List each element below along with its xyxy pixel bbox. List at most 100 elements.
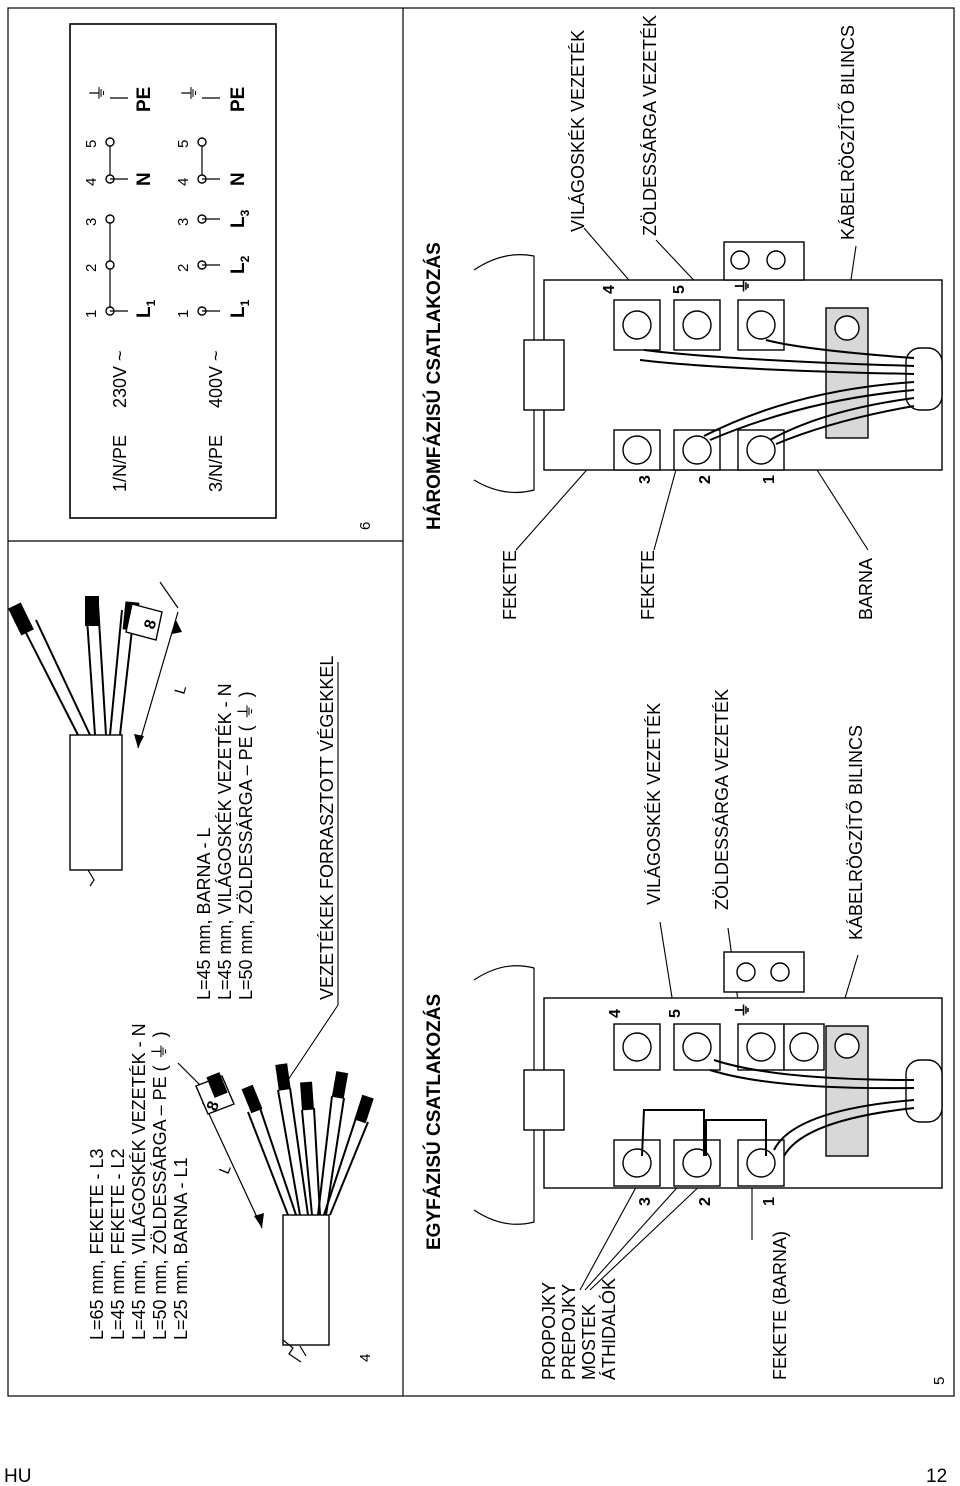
tb3-screw-top-3 <box>746 310 776 340</box>
row1-node-5 <box>105 137 115 147</box>
row2-voltage: 400V ~ <box>206 350 226 408</box>
footer-language: HU <box>4 1466 31 1486</box>
panel-6: 6 L 8 L=45 mm, BARNA - L L=45 mm, VILÁGO… <box>8 23 374 1081</box>
bridge-label-1: PROPOJKY <box>539 1282 559 1380</box>
row2-label-n: N <box>228 172 249 186</box>
black-label-2: FEKETE <box>638 550 658 620</box>
tb3-num-1: 1 <box>761 475 778 484</box>
tinned-end-b <box>85 596 99 626</box>
row1-term-5: 5 <box>83 140 100 148</box>
row2-term-1: 1 <box>175 310 192 318</box>
panel-4-spec-2: L=45 mm, FEKETE - L2 <box>108 1148 128 1340</box>
row2-term-5: 5 <box>175 140 192 148</box>
tb3-cable-in <box>905 347 943 411</box>
dim-l-label-6: L <box>172 683 191 696</box>
tb3-latch <box>523 339 565 411</box>
conductor-1 <box>247 1107 297 1216</box>
row1-system: 1/N/PE <box>110 435 130 492</box>
tb-num-3: 3 <box>637 1197 654 1206</box>
bridge-label-3: MOSTEK <box>579 1304 599 1380</box>
tb3-wire-1 <box>639 349 915 375</box>
cable-break-mark <box>282 1339 302 1363</box>
terminal-block-three: 4 5 ⏚ 3 2 1 <box>473 241 943 494</box>
tb-screw-top-4 <box>789 1032 819 1062</box>
tb-screw-top-3 <box>746 1032 776 1062</box>
row2-label-l1: L1 <box>228 299 252 318</box>
row2-term-4: 4 <box>175 178 192 186</box>
tb-screw-top-2 <box>682 1032 712 1062</box>
panel-6-length-specs: L=45 mm, BARNA - L L=45 mm, VILÁGOSKÉK V… <box>194 683 256 1000</box>
bridge-label-2: PREPOJKY <box>559 1284 579 1380</box>
tinned-end-4 <box>331 1071 349 1099</box>
conductor-5 <box>323 1117 369 1216</box>
panel-5: 5 EGYFÁZISÚ CSATLAKOZÁS PROPOJKY PREPOJK… <box>423 689 948 1385</box>
row2-earth-symbol: ⏚ <box>180 84 200 102</box>
panel-5-title: EGYFÁZISÚ CSATLAKOZÁS <box>423 994 445 1250</box>
tb3-screw-top-1 <box>622 310 652 340</box>
tb3-wire-3 <box>769 397 915 445</box>
panel-4-conductors <box>241 1063 374 1216</box>
tb3-bracket-screw-2 <box>766 250 786 270</box>
tb3-wire-2 <box>703 381 915 441</box>
black-leader-2 <box>653 454 681 551</box>
row2-label-l3: L3 <box>228 209 252 228</box>
bridge-leaders <box>579 1179 707 1291</box>
panel-4-number: 4 <box>357 1354 374 1362</box>
tb-bridge-1 <box>641 1109 705 1157</box>
conductor-2 <box>277 1087 309 1216</box>
panel-5-number: 5 <box>931 1377 948 1385</box>
dim-l-arrow-1 <box>254 1213 264 1228</box>
tb3-earth: ⏚ <box>734 278 752 294</box>
tb-screw-bot-3 <box>622 1148 652 1178</box>
row2-label-pe: PE <box>228 87 249 112</box>
dim-8-box-6 <box>125 603 163 641</box>
dim-8-black <box>206 1072 228 1098</box>
row1-node-3 <box>105 214 115 224</box>
tb-terminal-top-1 <box>613 1023 661 1071</box>
tb-num-2: 2 <box>697 1197 714 1206</box>
black-label-1: FEKETE <box>500 550 520 620</box>
tb-num-4: 4 <box>607 1009 624 1018</box>
dim-l-line-6 <box>137 611 179 749</box>
black-leader-1 <box>515 454 601 551</box>
dim-l-arrow-6b <box>172 620 182 634</box>
wiring-box-frame <box>69 23 277 519</box>
tinned-ends-leader <box>287 662 339 1081</box>
panel-4-spec-5: L=25 mm, BARNA - L1 <box>171 1157 191 1340</box>
light-blue-leader-5 <box>659 921 675 1011</box>
tb-screw-top-1 <box>622 1032 652 1062</box>
row1-label-n: N <box>134 172 155 186</box>
dim-l-arrow-6a <box>134 734 144 748</box>
row2-node-5 <box>197 137 207 147</box>
tb-wire-l <box>773 1099 915 1157</box>
tb-bracket-screw-2 <box>770 962 790 982</box>
cable-break-mark-2 <box>299 1345 307 1357</box>
terminal-block-single: 4 5 ⏚ 3 2 1 <box>473 951 943 1225</box>
panel-6-spec-2: L=45 mm, VILÁGOSKÉK VEZETÉK - N <box>215 683 235 1000</box>
row2-stubs <box>202 97 220 312</box>
conductor-4 <box>317 1095 345 1216</box>
tinned-end-1 <box>241 1084 263 1114</box>
bridge-label-4: ÁTHIDALÓK <box>598 1278 619 1380</box>
tb3-num-2: 2 <box>697 475 714 484</box>
tinned-end-2 <box>275 1063 291 1091</box>
panel-6-cable: L 8 <box>8 581 191 887</box>
panel-4-length-specs: L=65 mm, FEKETE - L3 L=45 mm, FEKETE - L… <box>87 1023 191 1340</box>
page-frame <box>7 7 955 1397</box>
tb-cable-in <box>905 1059 943 1123</box>
row2-term-2: 2 <box>175 264 192 272</box>
tb-num-1: 1 <box>761 1197 778 1206</box>
tb3-bracket-screw-1 <box>730 250 750 270</box>
green-yellow-label-5: ZÖLDESSÁRGA VEZETÉK <box>712 689 732 910</box>
row1-term-1: 1 <box>83 310 100 318</box>
panel-7-title: HÁROMFÁZISÚ CSATLAKOZÁS <box>423 242 445 530</box>
tb3-wire-pe <box>765 339 915 359</box>
panel-4-spec-1: L=65 mm, FEKETE - L3 <box>87 1148 107 1340</box>
tb3-num-5: 5 <box>671 285 688 294</box>
tb3-terminal-top-3 <box>737 299 785 351</box>
row2-term-3: 3 <box>175 218 192 226</box>
tb3-screw-bot-2 <box>682 435 712 465</box>
panel-6-spec-1: L=45 mm, BARNA - L <box>194 827 214 1000</box>
tb3-screw-bot-1 <box>746 435 776 465</box>
